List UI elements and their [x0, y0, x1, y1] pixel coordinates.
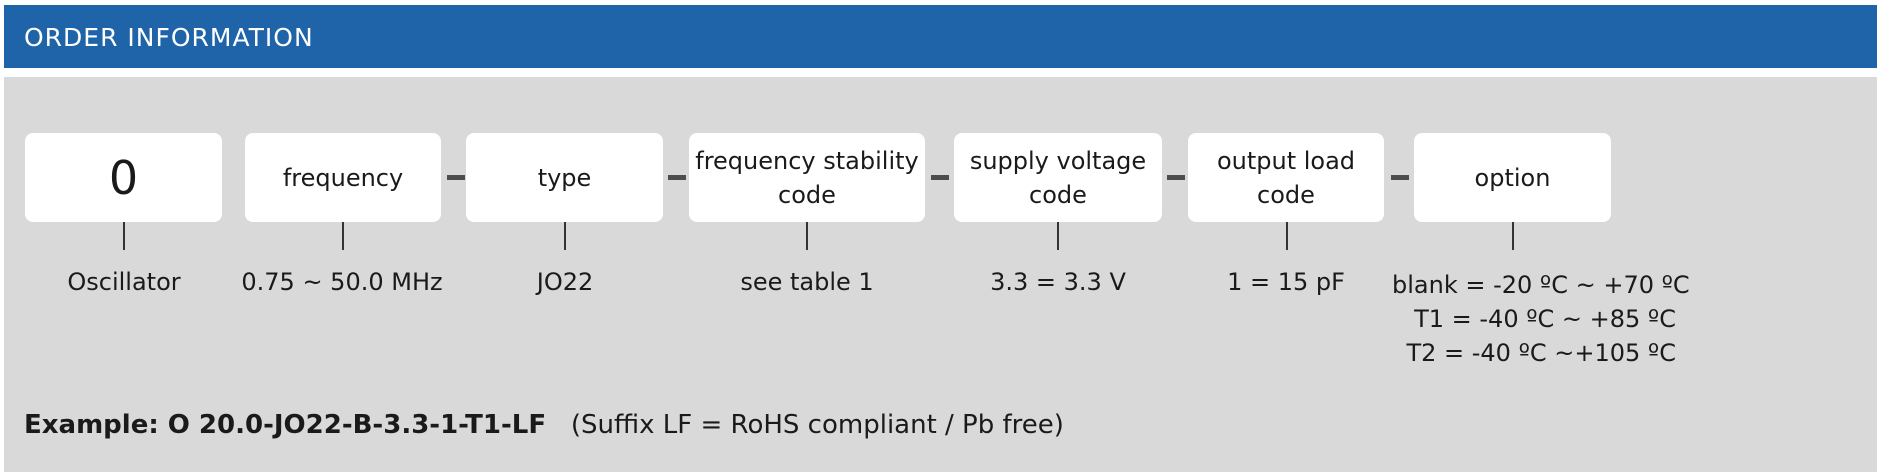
field-description: 0.75 ~ 50.0 MHz [241, 268, 443, 296]
code-box-frequency: frequency [245, 133, 441, 222]
field-description: Oscillator [67, 268, 181, 296]
section-title: ORDER INFORMATION [24, 23, 314, 52]
code-box-label: option [1474, 163, 1551, 192]
connector-tick [1512, 222, 1514, 250]
code-box-label: frequency stability code [695, 144, 918, 212]
option-line: T2 = -40 ºC ~+105 ºC [1406, 339, 1676, 367]
option-descriptions: blank = -20 ºC ~ +70 ºC T1 = -40 ºC ~ +8… [1392, 268, 1690, 370]
separator-dash [931, 175, 949, 180]
code-box-label-line: output load [1216, 146, 1356, 175]
connector-tick [1286, 222, 1288, 250]
code-box-oscillator: 0 [25, 133, 222, 222]
option-line: T1 = -40 ºC ~ +85 ºC [1414, 305, 1676, 333]
separator-dash [1167, 175, 1185, 180]
separator-dash [447, 175, 465, 180]
code-box-label-line: code [1257, 180, 1315, 209]
code-box-label: 0 [108, 150, 139, 205]
connector-tick [1057, 222, 1059, 250]
field-description: JO22 [536, 268, 594, 296]
code-box-frequency-stability: frequency stability code [689, 133, 925, 222]
code-box-label-line: supply voltage [969, 146, 1147, 175]
section-header: ORDER INFORMATION [4, 5, 1877, 68]
field-description: 1 = 15 pF [1227, 268, 1345, 296]
connector-tick [342, 222, 344, 250]
code-box-type: type [466, 133, 663, 222]
option-line: blank = -20 ºC ~ +70 ºC [1392, 271, 1690, 299]
example-suffix-note: (Suffix LF = RoHS compliant / Pb free) [570, 410, 1064, 440]
code-box-label: supply voltage code [970, 144, 1146, 212]
code-box-label: frequency [282, 163, 404, 192]
separator-dash [1391, 175, 1409, 180]
field-description: 3.3 = 3.3 V [990, 268, 1126, 296]
order-example: Example: O 20.0-JO22-B-3.3-1-T1-LF (Suff… [24, 410, 1064, 440]
code-box-label-line: code [1029, 180, 1087, 209]
separator-dash [668, 175, 686, 180]
connector-tick [564, 222, 566, 250]
connector-tick [123, 222, 125, 250]
field-description: see table 1 [740, 268, 874, 296]
code-box-supply-voltage: supply voltage code [954, 133, 1162, 222]
code-box-label-line: frequency stability [695, 146, 919, 175]
code-box-output-load: output load code [1188, 133, 1384, 222]
code-box-label: output load code [1217, 144, 1355, 212]
code-box-option: option [1414, 133, 1611, 222]
code-box-label-line: code [778, 180, 836, 209]
connector-tick [806, 222, 808, 250]
example-code: Example: O 20.0-JO22-B-3.3-1-T1-LF [24, 410, 547, 440]
code-box-label: type [537, 163, 592, 192]
